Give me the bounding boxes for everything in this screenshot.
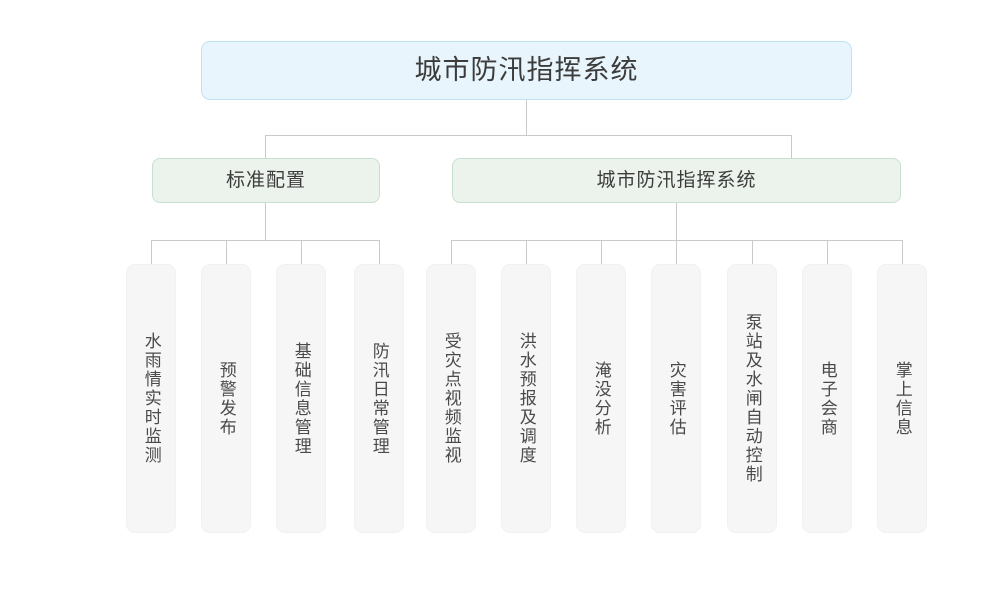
node-leaf-label: 水雨情实时监测 — [141, 332, 161, 465]
node-leaf-daily-flood-management[interactable]: 防汛日常管理 — [354, 264, 404, 533]
connector-group1-drop-3 — [676, 240, 677, 264]
connector-group0-drop-3 — [379, 240, 380, 264]
node-leaf-label: 泵站及水闸自动控制 — [742, 313, 762, 484]
node-leaf-mobile-information[interactable]: 掌上信息 — [877, 264, 927, 533]
node-leaf-label: 洪水预报及调度 — [516, 332, 536, 465]
node-leaf-label: 电子会商 — [817, 360, 837, 437]
node-root-label: 城市防汛指挥系统 — [414, 55, 639, 85]
node-level2-label: 城市防汛指挥系统 — [596, 170, 757, 191]
connector-group1-drop-2 — [601, 240, 602, 264]
node-leaf-inundation-analysis[interactable]: 淹没分析 — [576, 264, 626, 533]
connector-group1-drop-0 — [451, 240, 452, 264]
node-level2-label: 标准配置 — [225, 170, 306, 191]
node-leaf-label: 防汛日常管理 — [369, 341, 389, 456]
connector-level2-bus — [265, 135, 792, 136]
connector-group0-stem — [265, 203, 266, 240]
node-leaf-label: 灾害评估 — [666, 360, 686, 437]
node-leaf-flood-forecast-dispatch[interactable]: 洪水预报及调度 — [501, 264, 551, 533]
node-level2-flood-command-system[interactable]: 城市防汛指挥系统 — [452, 158, 901, 203]
connector-group0-bus — [151, 240, 379, 241]
connector-group0-drop-0 — [151, 240, 152, 264]
node-leaf-label: 基础信息管理 — [291, 341, 311, 456]
node-leaf-basic-info-management[interactable]: 基础信息管理 — [276, 264, 326, 533]
node-leaf-pump-gate-auto-control[interactable]: 泵站及水闸自动控制 — [727, 264, 777, 533]
connector-group1-drop-5 — [827, 240, 828, 264]
connector-group0-drop-2 — [301, 240, 302, 264]
node-root[interactable]: 城市防汛指挥系统 — [201, 41, 852, 100]
node-leaf-warning-release[interactable]: 预警发布 — [201, 264, 251, 533]
connector-level2-drop-0 — [265, 135, 266, 158]
node-leaf-disaster-video-monitoring[interactable]: 受灾点视频监视 — [426, 264, 476, 533]
node-leaf-label: 预警发布 — [216, 360, 236, 437]
connector-group1-drop-1 — [526, 240, 527, 264]
connector-group0-drop-1 — [226, 240, 227, 264]
node-leaf-electronic-consultation[interactable]: 电子会商 — [802, 264, 852, 533]
connector-group1-drop-6 — [902, 240, 903, 264]
node-leaf-label: 淹没分析 — [591, 360, 611, 437]
node-leaf-label: 掌上信息 — [892, 360, 912, 437]
connector-root-stem — [526, 100, 527, 135]
connector-group1-stem — [676, 203, 677, 240]
connector-group1-drop-4 — [752, 240, 753, 264]
node-level2-standard-config[interactable]: 标准配置 — [152, 158, 380, 203]
connector-level2-drop-1 — [791, 135, 792, 158]
connector-group1-bus — [451, 240, 903, 241]
node-leaf-label: 受灾点视频监视 — [441, 332, 461, 465]
node-leaf-rainfall-monitoring[interactable]: 水雨情实时监测 — [126, 264, 176, 533]
node-leaf-disaster-assessment[interactable]: 灾害评估 — [651, 264, 701, 533]
